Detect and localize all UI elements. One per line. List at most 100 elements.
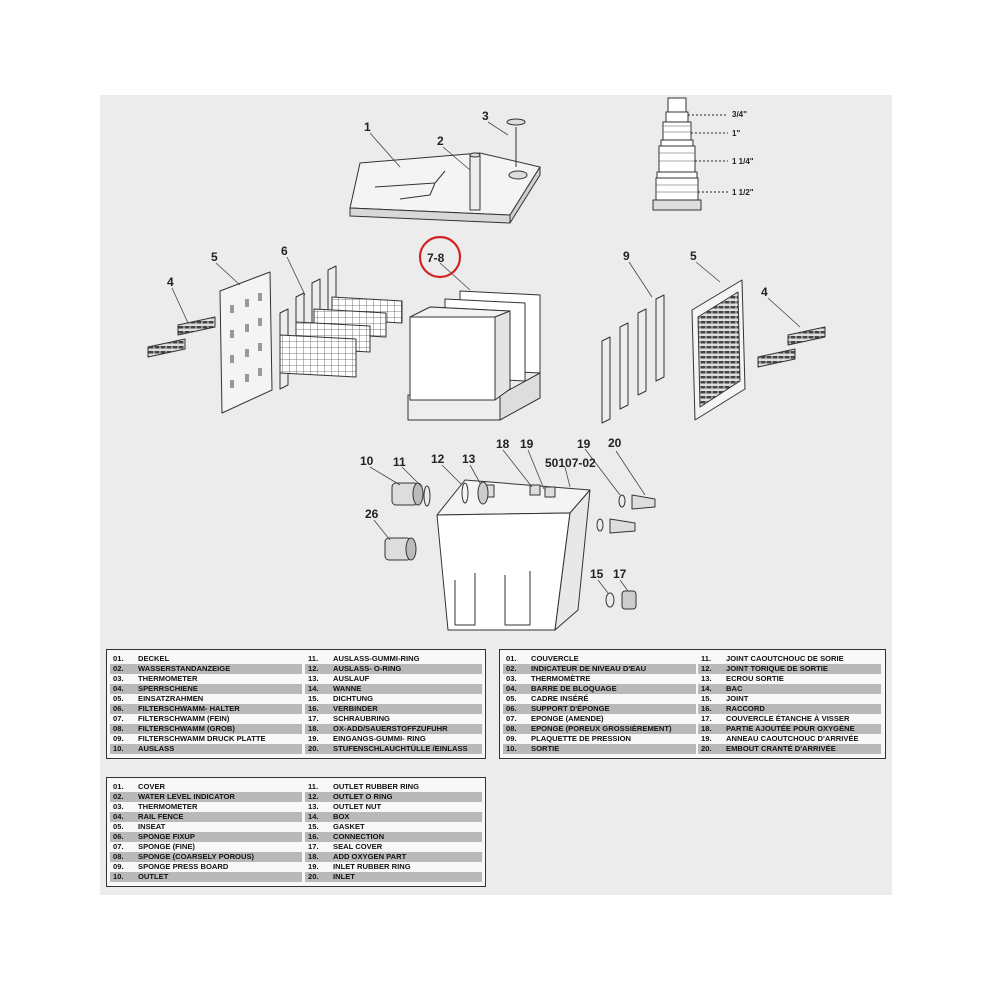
callout-6: 6 <box>281 244 288 258</box>
legend-row: 14.WANNE <box>305 684 482 694</box>
legend-row: 18.OX-ADD/SAUERSTOFFZUFUHR <box>305 724 482 734</box>
callout-12: 12 <box>431 452 445 466</box>
legend-row: 18.PARTIE AJOUTÉE POUR OXYGÈNE <box>698 724 881 734</box>
callout-26: 26 <box>365 507 379 521</box>
legend-row: 02.WASSERSTANDANZEIGE <box>110 664 302 674</box>
legend-english: 01.COVER 02.WATER LEVEL INDICATOR 03.THE… <box>106 777 486 887</box>
legend-row: 07.EPONGE (AMENDE) <box>506 714 604 723</box>
legend-row: 10.AUSLASS <box>110 744 302 754</box>
rail-fence-right-part <box>757 326 826 368</box>
legend-row: 16.RACCORD <box>698 704 881 714</box>
inlet-parts <box>596 494 656 610</box>
insert-frame-left-part <box>219 271 273 414</box>
legend-row: 13.OUTLET NUT <box>308 802 382 811</box>
callout-9: 9 <box>623 249 630 263</box>
sponge-block-part <box>407 290 541 421</box>
legend-row: 07.FILTERSCHWAMM (FEIN) <box>113 714 230 723</box>
hose-size-1-1-4: 1 1/4" <box>732 157 754 166</box>
lid-part <box>349 152 541 224</box>
legend-row: 14.BOX <box>305 812 482 822</box>
legend-row: 05.CADRE INSÉRÉ <box>506 694 589 703</box>
legend-row: 11.AUSLASS-GUMMI-RING <box>308 654 420 663</box>
legend-row: 02.WATER LEVEL INDICATOR <box>110 792 302 802</box>
legend-row: 15.JOINT <box>701 694 749 703</box>
legend-row: 03.THERMOMETER <box>113 802 198 811</box>
hose-adapter-part <box>652 97 728 211</box>
legend-row: 17.COUVERCLE ÉTANCHE À VISSER <box>701 714 850 723</box>
water-level-indicator-part <box>469 152 481 211</box>
legend-row: 09.PLAQUETTE DE PRESSION <box>506 734 631 743</box>
legend-row: 04.BARRE DE BLOQUAGE <box>503 684 696 694</box>
legend-row: 17.SEAL COVER <box>308 842 383 851</box>
legend-row: 19.ANNEAU CAOUTCHOUC D'ARRIVÉE <box>701 734 859 743</box>
callout-17: 17 <box>613 567 627 581</box>
legend-row: 05.EINSATZRAHMEN <box>113 694 204 703</box>
callout-19: 19 <box>577 437 591 451</box>
callout-7-8: 7-8 <box>427 251 445 265</box>
legend-row: 12.OUTLET O RING <box>305 792 482 802</box>
legend-french: 01.COUVERCLE 02.INDICATEUR DE NIVEAU D'E… <box>499 649 886 759</box>
hose-size-1: 1" <box>732 129 740 138</box>
legend-row: 04.SPERRSCHIENE <box>110 684 302 694</box>
callout-5-right: 5 <box>690 249 697 263</box>
legend-row: 16.VERBINDER <box>305 704 482 714</box>
callout-11: 11 <box>393 455 406 469</box>
legend-row: 08.SPONGE (COARSELY POROUS) <box>110 852 302 862</box>
callout-2: 2 <box>437 134 444 148</box>
legend-english-right: 11.OUTLET RUBBER RING 12.OUTLET O RING 1… <box>305 782 482 882</box>
insert-frame-right-part <box>691 279 746 421</box>
legend-row: 03.THERMOMETER <box>113 674 198 683</box>
callout-1: 1 <box>364 120 371 134</box>
legend-row: 20.EMBOUT CRANTÉ D'ARRIVÉE <box>698 744 881 754</box>
legend-row: 15.DICHTUNG <box>308 694 374 703</box>
filter-box-part <box>436 479 591 631</box>
hose-size-1-1-2: 1 1/2" <box>732 188 754 197</box>
callout-15: 15 <box>590 567 604 581</box>
legend-row: 11.JOINT CAOUTCHOUC DE SORIE <box>701 654 844 663</box>
thermometer-part <box>506 118 526 167</box>
highlight-ring-icon <box>418 235 462 279</box>
callout-13: 13 <box>462 452 476 466</box>
legend-french-right: 11.JOINT CAOUTCHOUC DE SORIE 12.JOINT TO… <box>698 654 881 754</box>
legend-row: 05.INSEAT <box>113 822 166 831</box>
legend-row: 02.INDICATEUR DE NIVEAU D'EAU <box>503 664 696 674</box>
legend-row: 12.JOINT TORIQUE DE SORTIE <box>698 664 881 674</box>
callout-10: 10 <box>360 454 374 468</box>
legend-row: 06.SPONGE FIXUP <box>110 832 302 842</box>
legend-row: 11.OUTLET RUBBER RING <box>308 782 420 791</box>
callout-3: 3 <box>482 109 489 123</box>
legend-german-right: 11.AUSLASS-GUMMI-RING 12.AUSLASS- O-RING… <box>305 654 482 754</box>
sponge-holder-right-part <box>601 294 665 424</box>
hose-size-3-4: 3/4" <box>732 110 747 119</box>
legend-row: 20.STUFENSCHLAUCHTÜLLE /EINLASS <box>305 744 482 754</box>
legend-row: 01.DECKEL <box>113 654 170 663</box>
legend-row: 09.FILTERSCHWAMM DRUCK PLATTE <box>113 734 266 743</box>
legend-row: 13.ECROU SORTIE <box>701 674 784 683</box>
exploded-view-diagram: 1 2 3 4 5 6 7-8 9 5 4 10 11 12 13 18 19 … <box>147 97 826 631</box>
legend-row: 19.EINGANGS-GUMMI- RING <box>308 734 426 743</box>
legend-row: 10.SORTIE <box>503 744 696 754</box>
legend-german: 01.DECKEL 02.WASSERSTANDANZEIGE 03.THERM… <box>106 649 486 759</box>
legend-row: 13.AUSLAUF <box>308 674 370 683</box>
legend-french-left: 01.COUVERCLE 02.INDICATEUR DE NIVEAU D'E… <box>503 654 696 754</box>
rail-fence-left-part <box>147 316 216 358</box>
legend-row: 07.SPONGE (FINE) <box>113 842 195 851</box>
legend-row: 17.SCHRAUBRING <box>308 714 390 723</box>
model-number: 50107-02 <box>545 456 596 470</box>
legend-row: 08.EPONGE (POREUX GROSSIÈREMENT) <box>503 724 696 734</box>
legend-german-left: 01.DECKEL 02.WASSERSTANDANZEIGE 03.THERM… <box>110 654 302 754</box>
callout-18: 18 <box>496 437 510 451</box>
legend-row: 12.AUSLASS- O-RING <box>305 664 482 674</box>
legend-row: 08.FILTERSCHWAMM (GROB) <box>110 724 302 734</box>
callout-20: 20 <box>608 436 622 450</box>
legend-row: 10.OUTLET <box>110 872 302 882</box>
legend-row: 04.RAIL FENCE <box>110 812 302 822</box>
legend-row: 06.SUPPORT D'ÉPONGE <box>503 704 696 714</box>
sponge-grid-part <box>279 296 403 378</box>
legend-row: 15.GASKET <box>308 822 365 831</box>
legend-row: 03.THERMOMÈTRE <box>506 674 591 683</box>
legend-row: 06.FILTERSCHWAMM- HALTER <box>110 704 302 714</box>
callout-19-top: 19 <box>520 437 534 451</box>
legend-row: 16.CONNECTION <box>305 832 482 842</box>
legend-row: 14.BAC <box>698 684 881 694</box>
